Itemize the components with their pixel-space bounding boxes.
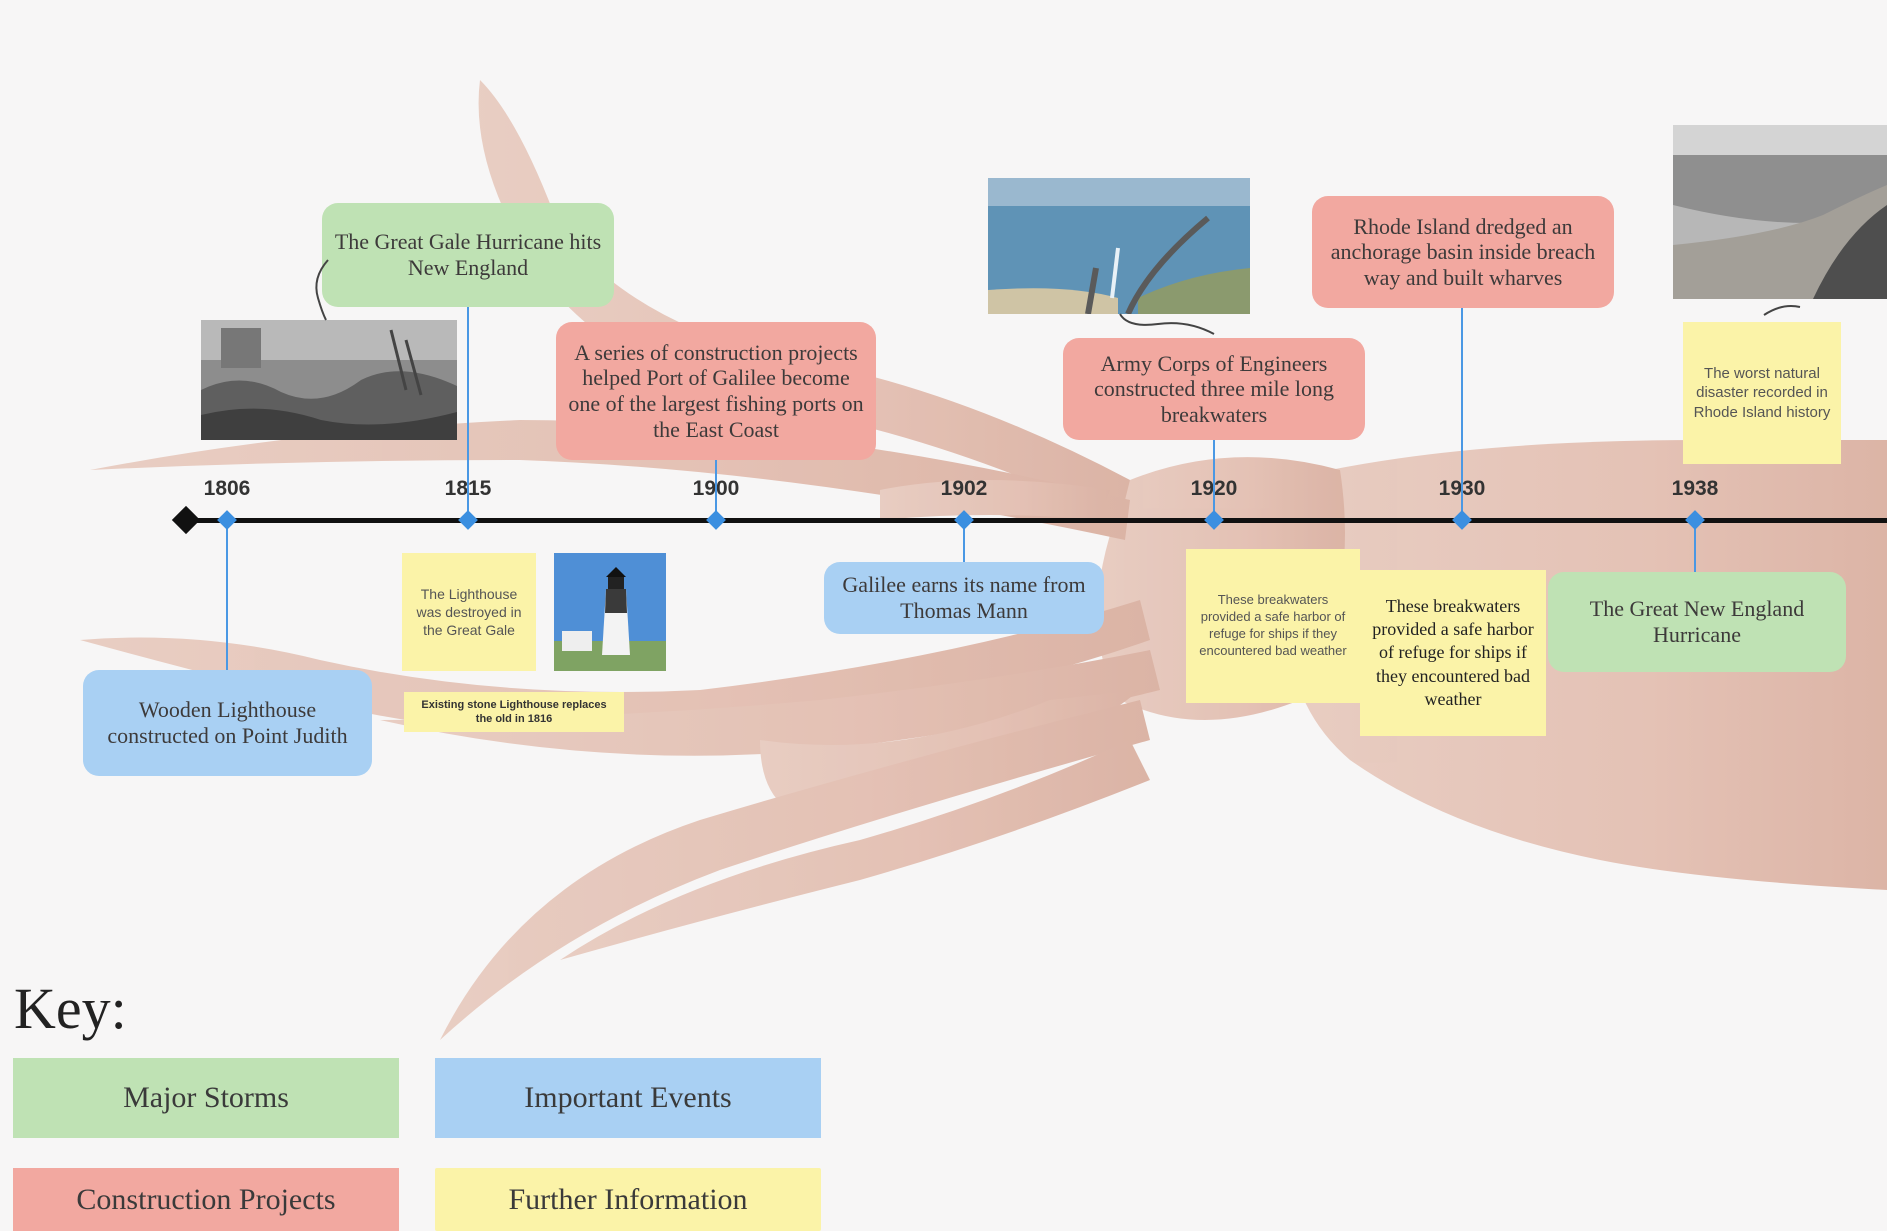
hurricane-beach-image (1673, 125, 1887, 299)
connector-curve (1762, 297, 1802, 319)
event-breakwaters: Army Corps of Engineers constructed thre… (1063, 338, 1365, 440)
year-label: 1902 (919, 477, 1009, 501)
event-great-gale: The Great Gale Hurricane hits New Englan… (322, 203, 614, 307)
key-title: Key: (14, 975, 127, 1042)
key-major-storms: Major Storms (13, 1058, 399, 1138)
lighthouse-image (554, 553, 666, 671)
note-lighthouse-destroyed: The Lighthouse was destroyed in the Grea… (402, 553, 536, 671)
note-stone-lighthouse: Existing stone Lighthouse replaces the o… (404, 692, 624, 732)
connector-line (1461, 306, 1463, 520)
breakwater-aerial-image (988, 178, 1250, 314)
key-construction-projects: Construction Projects (13, 1168, 399, 1231)
connector-curve (306, 258, 336, 322)
connector-curve (1118, 312, 1218, 340)
year-label: 1806 (182, 477, 272, 501)
note-breakwaters-small: These breakwaters provided a safe harbor… (1186, 549, 1360, 703)
event-great-ne-hurricane: The Great New England Hurricane (1548, 572, 1846, 672)
note-breakwaters-large: These breakwaters provided a safe harbor… (1360, 570, 1546, 736)
connector-line (1213, 440, 1215, 520)
key-further-information: Further Information (435, 1168, 821, 1231)
key-important-events: Important Events (435, 1058, 821, 1138)
event-wooden-lighthouse: Wooden Lighthouse constructed on Point J… (83, 670, 372, 776)
event-galilee-name: Galilee earns its name from Thomas Mann (824, 562, 1104, 634)
connector-line (226, 522, 228, 670)
event-anchorage-basin: Rhode Island dredged an anchorage basin … (1312, 196, 1614, 308)
note-worst-disaster: The worst natural disaster recorded in R… (1683, 322, 1841, 464)
timeline-axis (186, 518, 1887, 523)
connector-line (467, 306, 469, 520)
event-construction-series: A series of construction projects helped… (556, 322, 876, 460)
storm-engraving-image (201, 320, 457, 440)
year-label: 1938 (1650, 477, 1740, 501)
